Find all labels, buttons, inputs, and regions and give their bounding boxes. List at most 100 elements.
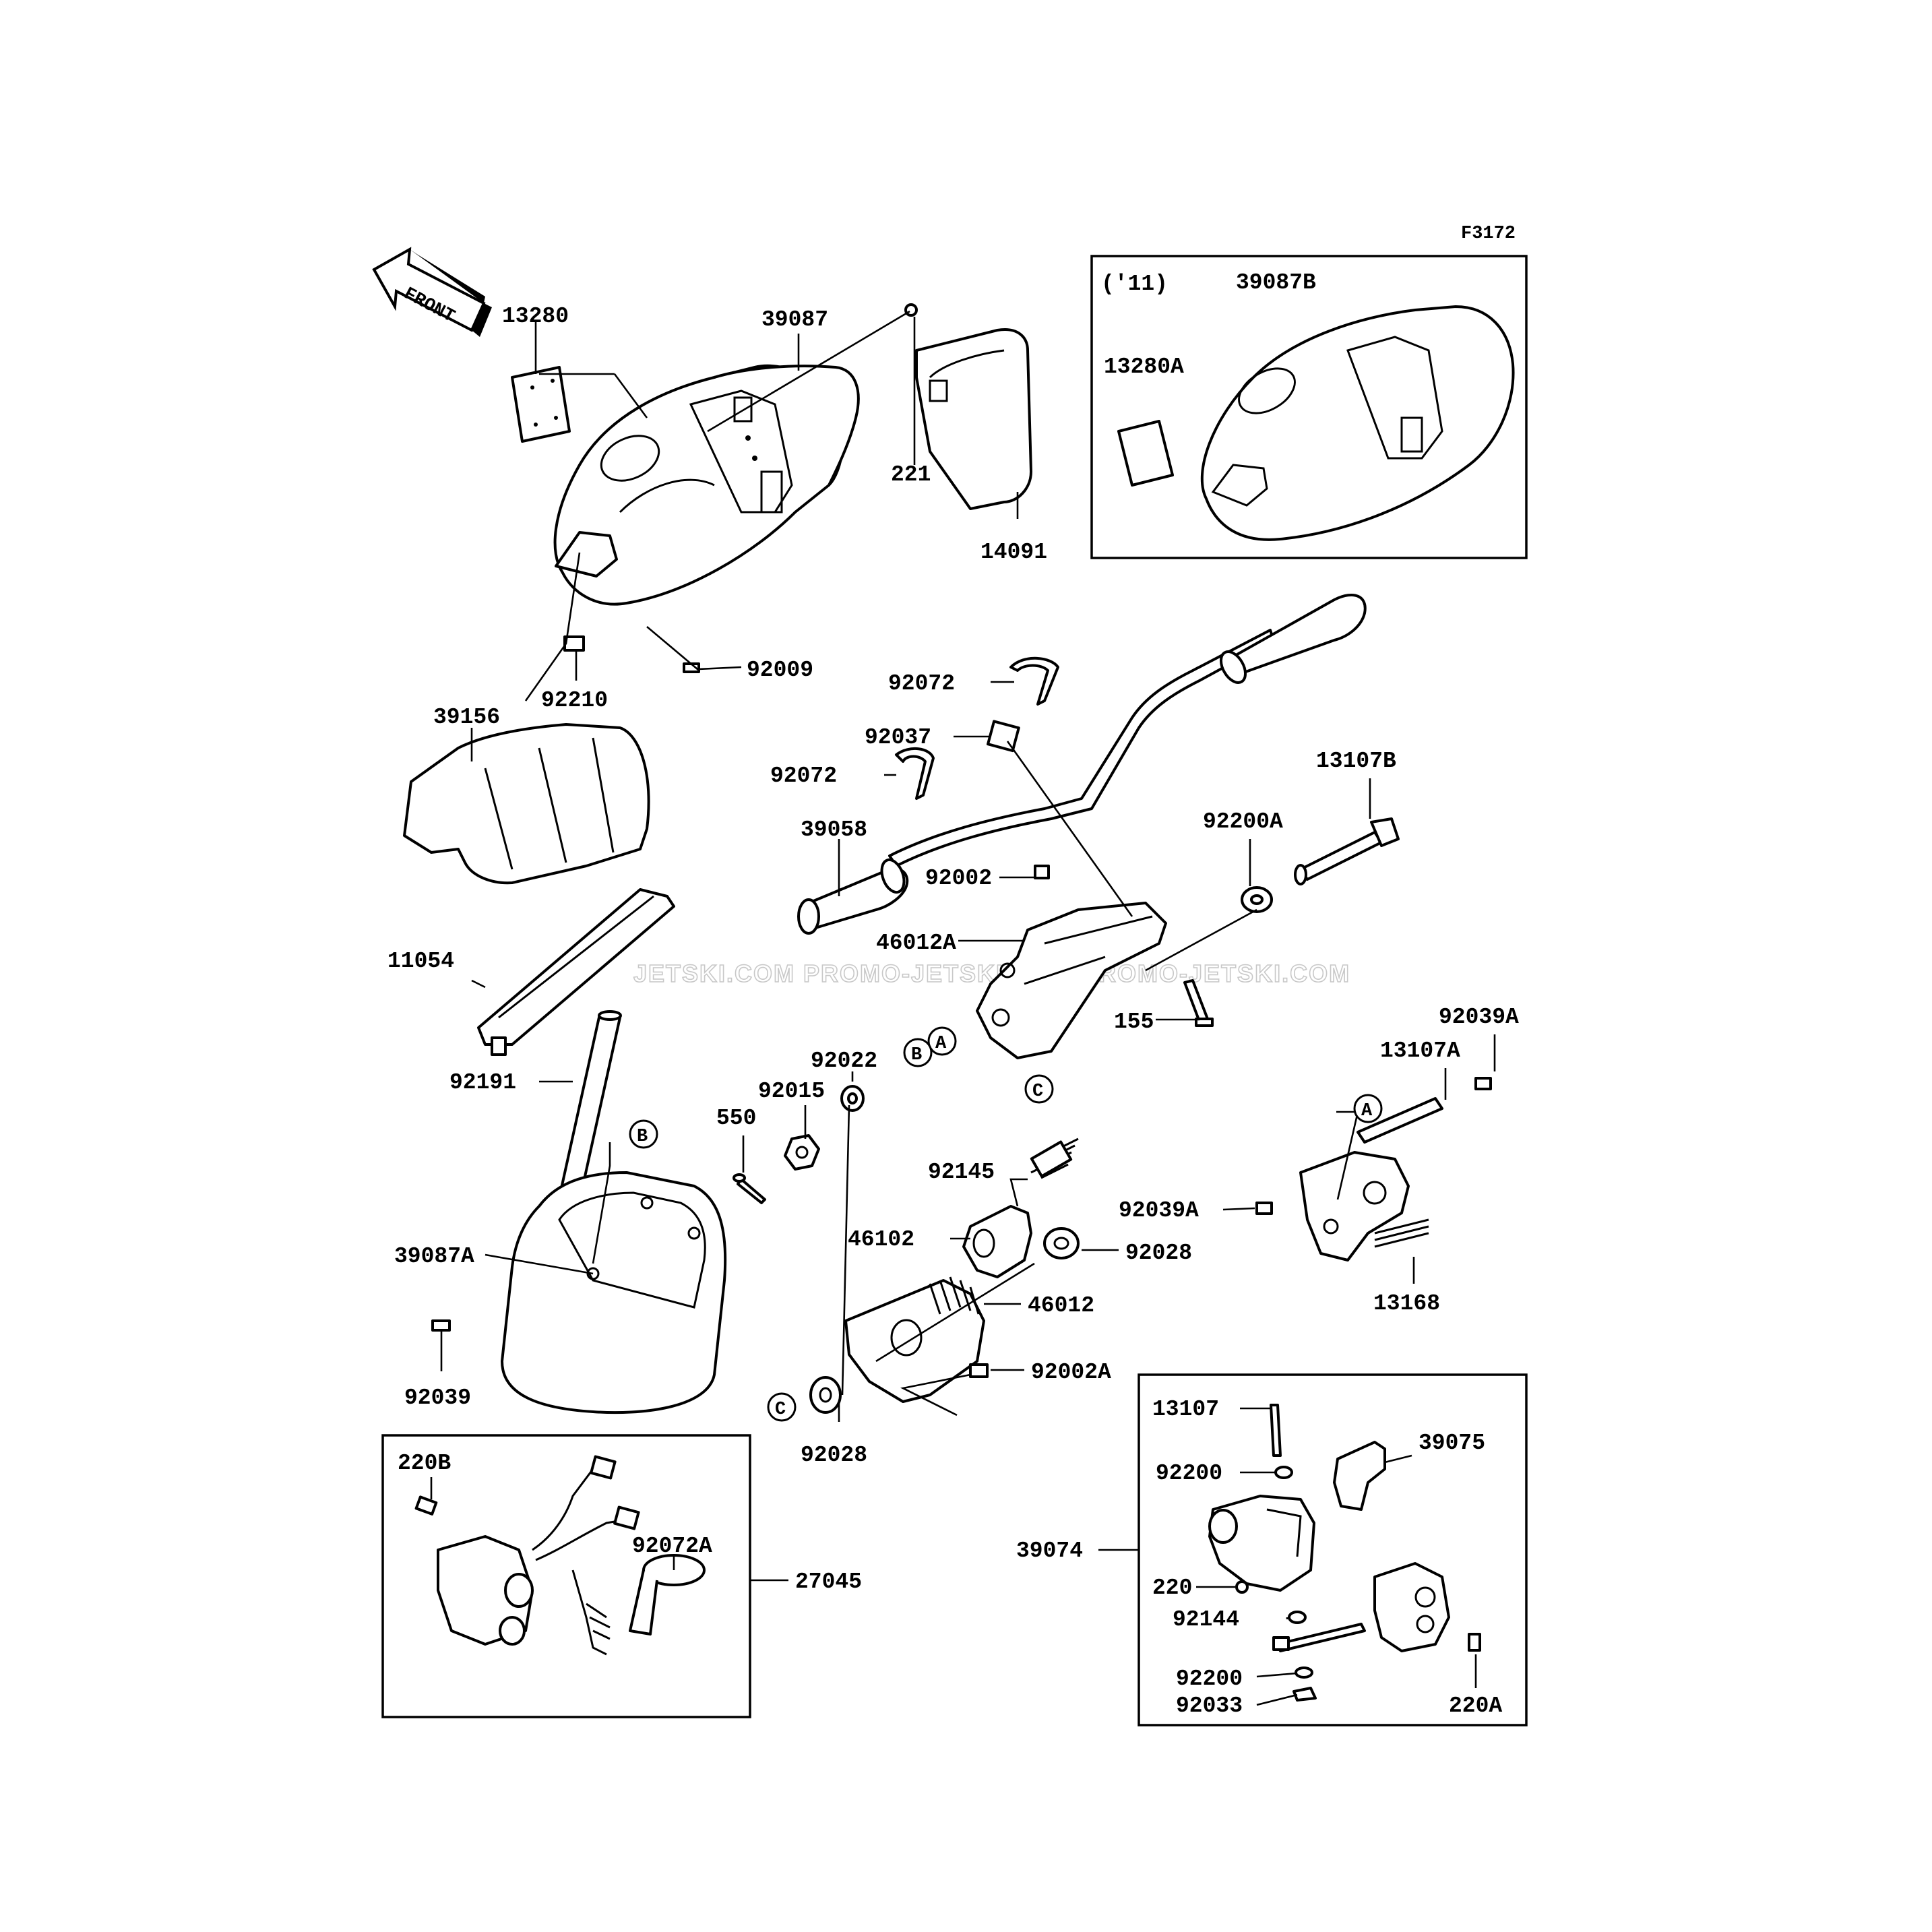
label-92210: 92210 xyxy=(541,688,608,713)
ref-marker-B-1: B xyxy=(903,1038,933,1067)
label-220A: 220A xyxy=(1449,1693,1502,1718)
switch-housing-39074 xyxy=(1208,1495,1315,1592)
label-13280: 13280 xyxy=(502,304,569,329)
label-220B: 220B xyxy=(398,1451,451,1476)
clip-92033 xyxy=(1292,1687,1317,1702)
label-92200-top: 92200 xyxy=(1156,1461,1222,1486)
collar-92144 xyxy=(1288,1611,1307,1624)
label-39087: 39087 xyxy=(761,307,828,332)
leader-lines xyxy=(430,310,1496,1706)
lever-bracket-13168 xyxy=(1299,1151,1429,1261)
switch-assy-27045-box xyxy=(381,1434,751,1718)
label-92037: 92037 xyxy=(865,725,931,750)
clamp-92072A xyxy=(571,1554,706,1656)
label-92028-top: 92028 xyxy=(1125,1241,1192,1266)
label-92072A: 92072A xyxy=(632,1534,712,1559)
label-92039A-mid: 92039A xyxy=(1119,1198,1199,1223)
label-92191: 92191 xyxy=(449,1070,516,1095)
label-155: 155 xyxy=(1114,1009,1154,1034)
label-92145: 92145 xyxy=(928,1160,995,1185)
label-46102: 46102 xyxy=(848,1227,914,1252)
front-arrow-icon: FRONT xyxy=(372,247,492,337)
label-39074: 39074 xyxy=(1016,1538,1083,1563)
label-92200A: 92200A xyxy=(1203,809,1283,834)
ref-marker-A-2: A xyxy=(1353,1094,1383,1123)
plate-13280A xyxy=(1117,420,1174,487)
bolt-13107 xyxy=(1270,1404,1282,1457)
label-39087A: 39087A xyxy=(394,1244,474,1269)
label-92022: 92022 xyxy=(811,1049,877,1073)
inset-2011-box xyxy=(1090,255,1528,559)
bolt-13107B xyxy=(1294,817,1400,885)
ref-marker-B-2: B xyxy=(629,1119,658,1149)
washer-92028-top xyxy=(1043,1227,1080,1259)
label-46012A: 46012A xyxy=(876,931,956,956)
lower-cover-39087A xyxy=(501,1171,727,1414)
label-92009: 92009 xyxy=(747,658,813,683)
svg-text:B: B xyxy=(911,1045,922,1065)
screw-92039A-top xyxy=(1474,1077,1492,1090)
label-92002A: 92002A xyxy=(1031,1360,1111,1385)
ref-marker-C-2: C xyxy=(767,1392,797,1422)
label-92072-mid: 92072 xyxy=(770,764,837,788)
label-39156: 39156 xyxy=(433,705,500,730)
label-27045: 27045 xyxy=(795,1569,862,1594)
label-92033: 92033 xyxy=(1176,1693,1243,1718)
handlebar-39058 xyxy=(797,593,1367,935)
svg-text:C: C xyxy=(1032,1082,1043,1102)
bracket-11054 xyxy=(477,888,675,1056)
cotter-pin-550 xyxy=(733,1173,766,1204)
label-13107A: 13107A xyxy=(1380,1038,1460,1063)
switch-cover-39075 xyxy=(1333,1441,1386,1511)
label-550: 550 xyxy=(716,1106,756,1131)
washer-92028-bot xyxy=(809,1376,842,1414)
ref-marker-A-1: A xyxy=(927,1026,957,1056)
svg-text:A: A xyxy=(1361,1101,1373,1121)
switch-220B-assembly xyxy=(414,1455,640,1646)
steering-holder-46012 xyxy=(844,1276,985,1403)
spring-92145 xyxy=(1030,1138,1079,1179)
bolt-155 xyxy=(1183,979,1214,1027)
shaft-92200-bot xyxy=(1272,1623,1366,1652)
label-92039: 92039 xyxy=(404,1385,471,1410)
washer-92200-top xyxy=(1274,1466,1293,1479)
label-92072-top: 92072 xyxy=(888,671,955,696)
label-39087B: 39087B xyxy=(1236,270,1316,295)
washer-92200-bot xyxy=(1295,1666,1313,1679)
handlebar-cover-39087 xyxy=(553,364,860,606)
label-92039A-top: 92039A xyxy=(1439,1005,1519,1030)
screw-92039 xyxy=(431,1319,451,1332)
label-221: 221 xyxy=(891,462,931,487)
label-39075: 39075 xyxy=(1419,1431,1485,1456)
screw-220 xyxy=(1235,1580,1249,1594)
label-39058: 39058 xyxy=(801,817,867,842)
svg-text:A: A xyxy=(935,1034,947,1054)
clip-92210 xyxy=(563,635,585,652)
handlebar-cover-39087B xyxy=(1200,305,1515,541)
part-labels: 13280 39087 221 14091 92009 92210 39087B… xyxy=(387,270,1519,1718)
clamp-92072-top xyxy=(1009,656,1059,706)
label-92002: 92002 xyxy=(925,866,992,891)
label-13107: 13107 xyxy=(1152,1397,1219,1422)
part-46102 xyxy=(962,1205,1032,1278)
figure-id: F3172 xyxy=(1461,224,1516,244)
ref-marker-C-1: C xyxy=(1024,1074,1054,1104)
cover-39156 xyxy=(403,723,650,885)
bolt-92002A xyxy=(969,1363,989,1378)
label-92144: 92144 xyxy=(1173,1607,1239,1632)
clamp-block-92037 xyxy=(987,720,1020,753)
screw-92039A-mid xyxy=(1255,1202,1273,1215)
clamp-92072-mid xyxy=(895,747,935,800)
svg-text:C: C xyxy=(775,1400,786,1420)
label-92015: 92015 xyxy=(758,1079,825,1104)
pin-13107A xyxy=(1357,1097,1443,1144)
screw-220A xyxy=(1468,1633,1481,1652)
inset-year-label: ('11) xyxy=(1101,272,1168,297)
label-46012: 46012 xyxy=(1028,1293,1094,1318)
label-13280A: 13280A xyxy=(1104,354,1184,379)
label-92200-bot: 92200 xyxy=(1176,1666,1243,1691)
switch-body-right xyxy=(1373,1562,1450,1652)
nut-92015 xyxy=(784,1134,820,1171)
steering-holder-46012A xyxy=(976,902,1167,1059)
